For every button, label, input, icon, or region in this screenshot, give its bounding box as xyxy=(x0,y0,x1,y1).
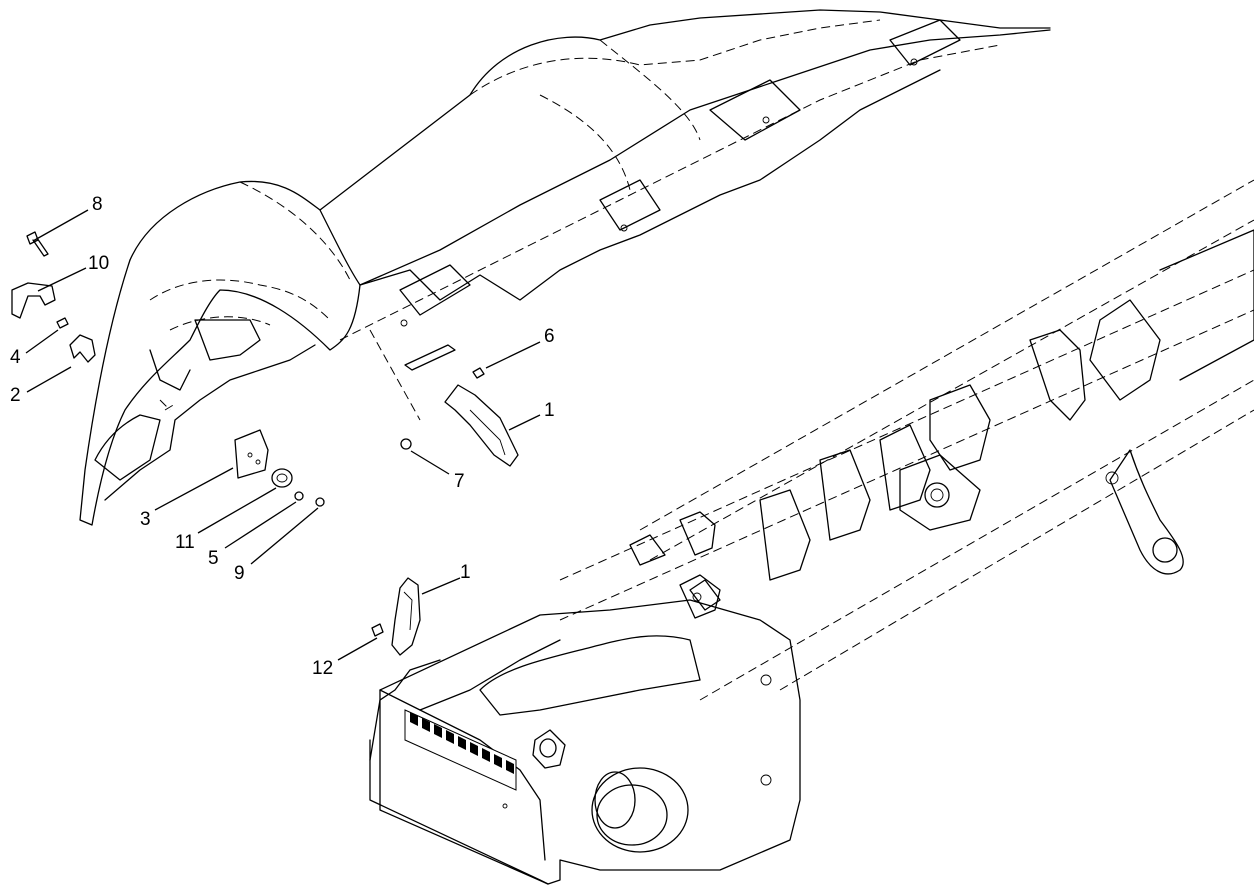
callout-3: 3 xyxy=(140,509,151,530)
callout-leaders xyxy=(25,209,541,661)
callout-9: 9 xyxy=(234,563,245,584)
callout-7: 7 xyxy=(454,471,465,492)
callout-4: 4 xyxy=(10,347,21,368)
callout-6: 6 xyxy=(544,326,555,347)
callout-1-upper: 1 xyxy=(544,400,555,421)
callout-11: 11 xyxy=(175,532,195,553)
callout-10: 10 xyxy=(88,253,109,274)
callout-12: 12 xyxy=(312,658,333,679)
front-frame xyxy=(559,179,1254,701)
rear-deck-housing xyxy=(79,9,1051,526)
bolt-part-6 xyxy=(472,367,485,379)
washer-part-5 xyxy=(294,491,304,501)
callout-8: 8 xyxy=(92,194,103,215)
callout-5: 5 xyxy=(208,548,219,569)
screw-part-4 xyxy=(56,317,69,329)
ring-part-9 xyxy=(315,497,325,507)
callout-labels: 8 10 4 2 3 11 5 9 6 7 1 1 12 xyxy=(10,194,555,679)
clip-part-2 xyxy=(69,334,96,363)
bushing-part-11 xyxy=(271,468,293,488)
bracket-part-10 xyxy=(11,282,56,319)
callout-2: 2 xyxy=(10,385,21,406)
nut-part-7 xyxy=(400,438,412,450)
plate-part-3 xyxy=(234,429,269,479)
callout-1-lower: 1 xyxy=(460,562,471,583)
warning-decal xyxy=(404,709,517,791)
latch-part-1-lower xyxy=(391,577,421,656)
bolt-part-12 xyxy=(371,623,384,637)
belt-housing xyxy=(369,574,801,885)
bolt-part-8 xyxy=(26,231,49,257)
latch-part-1-upper xyxy=(444,384,519,467)
